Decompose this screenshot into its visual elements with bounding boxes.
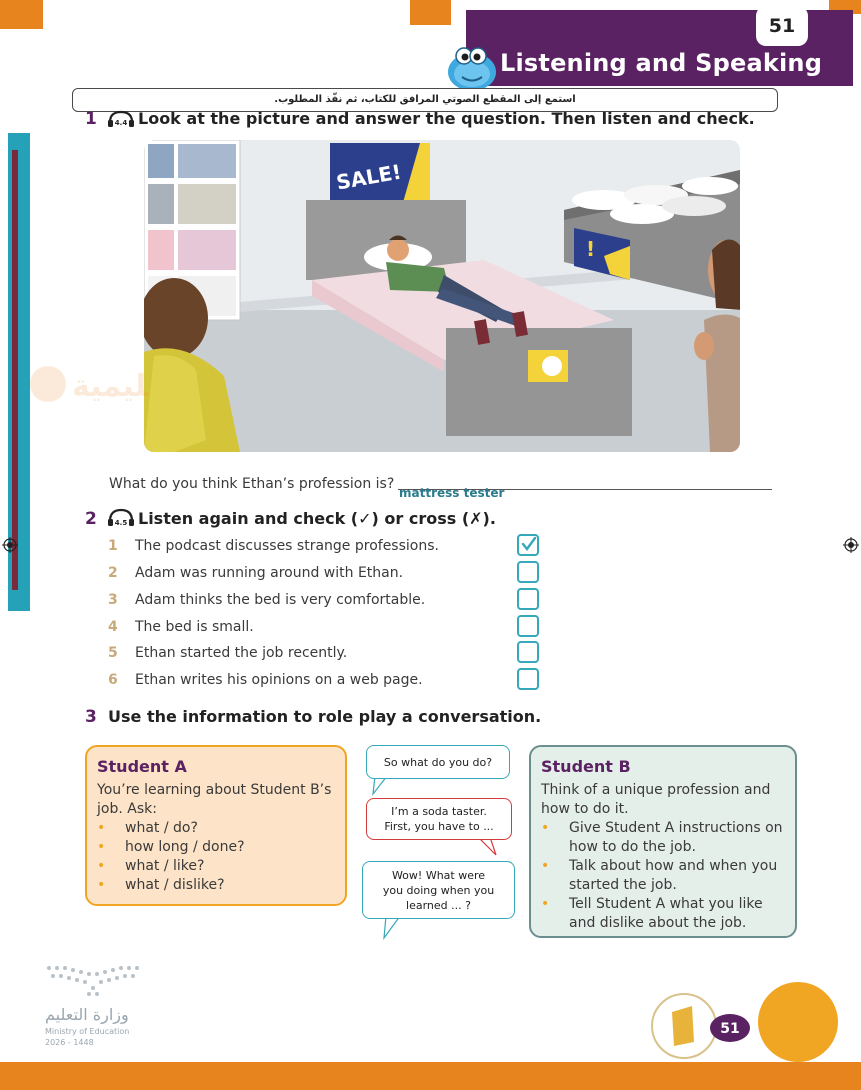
item-statement: Adam was running around with Ethan. <box>135 565 404 581</box>
exercise-3-number: 3 <box>85 707 97 727</box>
answer-checkbox[interactable] <box>517 615 539 637</box>
answer-checkbox[interactable] <box>517 561 539 583</box>
bubble-line: First, you have to ... <box>384 820 494 833</box>
item-statement: The podcast discusses strange profession… <box>135 538 439 554</box>
answer-line <box>398 489 772 490</box>
instruction-item: and dislike about the job. <box>569 915 747 931</box>
item-number: 6 <box>108 672 118 688</box>
card-text: job. Ask: <box>97 801 157 817</box>
speech-bubble: Wow! What were you doing when you learne… <box>362 861 515 919</box>
instruction-item: how to do the job. <box>569 839 696 855</box>
instruction-item: Give Student A instructions on <box>569 820 783 836</box>
instruction-item: Talk about how and when you <box>569 858 778 874</box>
badge-number: 51 <box>720 1021 739 1037</box>
svg-text:!: ! <box>586 237 595 261</box>
section-title: Listening and Speaking <box>500 49 823 77</box>
audio-icon[interactable]: 4.4 <box>106 110 136 128</box>
edition-years: 2026 - 1448 <box>45 1038 94 1047</box>
audio-track-label: 4.5 <box>115 519 128 527</box>
exercise-3-instruction: Use the information to role play a conve… <box>108 707 542 726</box>
corner-tab-middle <box>410 0 451 25</box>
item-number: 2 <box>108 565 118 581</box>
corner-tab-left <box>0 0 43 29</box>
bubble-line: you doing when you <box>382 883 495 897</box>
card-text: You’re learning about Student B’s <box>97 782 332 798</box>
student-a-title: Student A <box>97 757 187 776</box>
answer-checkbox[interactable] <box>517 534 539 556</box>
speech-bubble-tail <box>372 776 388 796</box>
speech-bubble: I’m a soda taster. First, you have to ..… <box>366 798 512 840</box>
registration-mark-left <box>2 537 18 553</box>
page-number: 51 <box>756 6 808 46</box>
mascot-icon <box>448 47 496 91</box>
item-statement: The bed is small. <box>135 619 254 635</box>
prompt-item: how long / done? <box>125 839 245 855</box>
bullet-dot: • <box>541 858 550 874</box>
speech-bubble-tail <box>383 916 401 940</box>
bullet-dot: • <box>97 820 106 836</box>
watermark-text: منصة مدرسية تعليمية <box>72 369 148 404</box>
side-bar-inner <box>12 150 18 590</box>
item-number: 1 <box>108 538 118 554</box>
arabic-instruction: استمع إلى المقطع الصوتي المرافق للكتاب، … <box>72 88 778 112</box>
exercise-1-number: 1 <box>85 109 97 129</box>
bubble-line: I’m a soda taster. <box>391 805 487 818</box>
card-text: how to do it. <box>541 801 629 817</box>
speech-bubble-tail <box>477 837 497 856</box>
footer-band <box>0 1062 861 1090</box>
answer-checkbox[interactable] <box>517 668 539 690</box>
student-b-title: Student B <box>541 757 631 776</box>
item-number: 4 <box>108 619 118 635</box>
instruction-item: Tell Student A what you like <box>569 896 763 912</box>
bubble-line: So what do you do? <box>383 755 493 769</box>
item-number: 3 <box>108 592 118 608</box>
student-a-card: Student A You’re learning about Student … <box>85 745 347 906</box>
exercise-2-instruction: Listen again and check (✓) or cross (✗). <box>138 509 496 528</box>
exercise-1-question: What do you think Ethan’s profession is? <box>109 476 395 492</box>
speech-bubble: So what do you do? <box>366 745 510 779</box>
item-statement: Ethan started the job recently. <box>135 645 348 661</box>
watermark-logo: منصة مدرسية تعليمية <box>30 366 148 404</box>
answer-checkbox[interactable] <box>517 641 539 663</box>
exercise-2-number: 2 <box>85 509 97 529</box>
bullet-dot: • <box>97 858 106 874</box>
item-statement: Ethan writes his opinions on a web page. <box>135 672 423 688</box>
bubble-line: Wow! What were <box>391 868 486 882</box>
item-number: 5 <box>108 645 118 661</box>
bullet-dot: • <box>541 820 550 836</box>
bullet-dot: • <box>97 877 106 893</box>
instruction-item: started the job. <box>569 877 677 893</box>
exercise-1-answer: mattress tester <box>399 486 505 500</box>
bullet-dot: • <box>97 839 106 855</box>
ministry-name-en: Ministry of Education <box>45 1027 130 1036</box>
exercise-1-instruction: Look at the picture and answer the quest… <box>138 109 755 128</box>
ministry-logo-icon <box>47 966 139 996</box>
ministry-name-ar: وزارة التعليم <box>45 1005 129 1024</box>
card-text: Think of a unique profession and <box>541 782 771 798</box>
prompt-item: what / dislike? <box>125 877 225 893</box>
student-b-card: Student B Think of a unique profession a… <box>529 745 797 938</box>
check-icon <box>521 536 537 551</box>
bullet-dot: • <box>541 896 550 912</box>
item-statement: Adam thinks the bed is very comfortable. <box>135 592 426 608</box>
shop-illustration: SALE! ! <box>144 140 740 452</box>
prompt-item: what / like? <box>125 858 205 874</box>
registration-mark-right <box>843 537 859 553</box>
audio-icon[interactable]: 4.5 <box>106 508 136 528</box>
answer-checkbox[interactable] <box>517 588 539 610</box>
prompt-item: what / do? <box>125 820 198 836</box>
audio-track-label: 4.4 <box>115 119 128 127</box>
page-badge: 51 <box>651 982 838 1062</box>
bubble-line: learned ... ? <box>406 898 471 912</box>
